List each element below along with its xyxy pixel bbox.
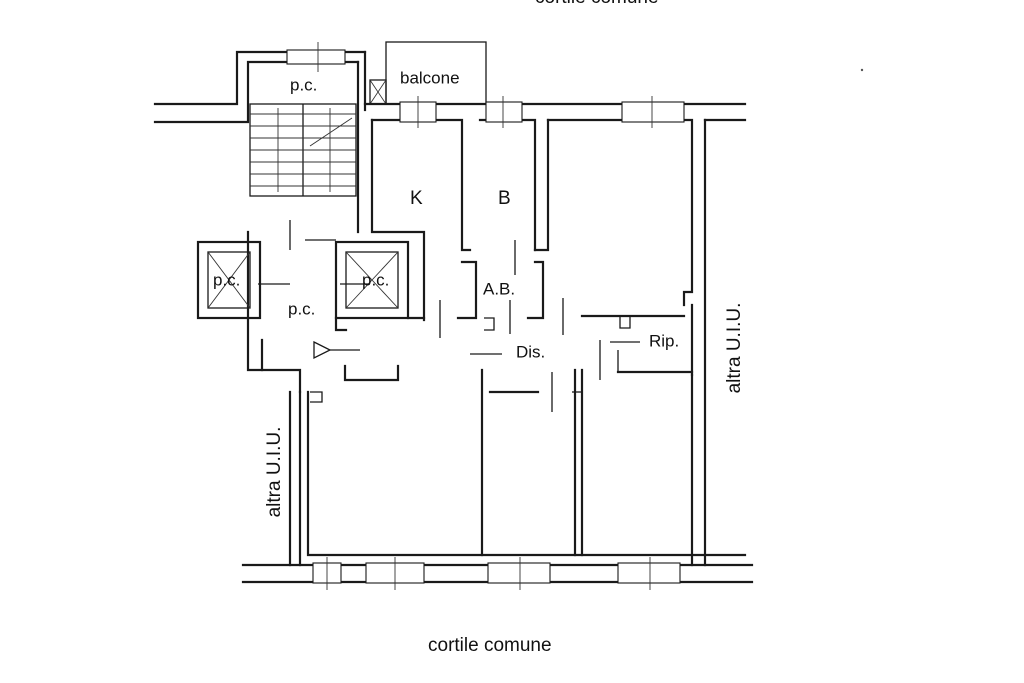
hall-label: Dis. [516, 342, 545, 361]
landing-label: p.c. [288, 299, 315, 318]
outer-walls [153, 41, 754, 584]
entrance-arrow-icon [313, 340, 360, 360]
antibath-label: A.B. [483, 279, 515, 298]
other-unit-right-label: altra U.I.U. [724, 303, 745, 394]
other-unit-left-label: altra U.I.U. [264, 427, 285, 518]
balcony-label: balcone [400, 68, 460, 87]
lift-right-label: p.c. [362, 270, 389, 289]
lift-left-label: p.c. [213, 270, 240, 289]
speck [860, 68, 864, 72]
kitchen-label: K [410, 188, 423, 209]
lift-right [334, 240, 410, 320]
courtyard-bottom-label: cortile comune [428, 635, 552, 656]
courtyard-top-label: cortile comune [535, 0, 659, 8]
stair-label: p.c. [290, 75, 317, 94]
bathroom-label: B [498, 188, 511, 209]
internal-walls [258, 118, 694, 557]
windows [286, 42, 685, 590]
storage-label: Rip. [649, 331, 679, 350]
lift-left [196, 240, 262, 320]
staircase [249, 103, 357, 197]
